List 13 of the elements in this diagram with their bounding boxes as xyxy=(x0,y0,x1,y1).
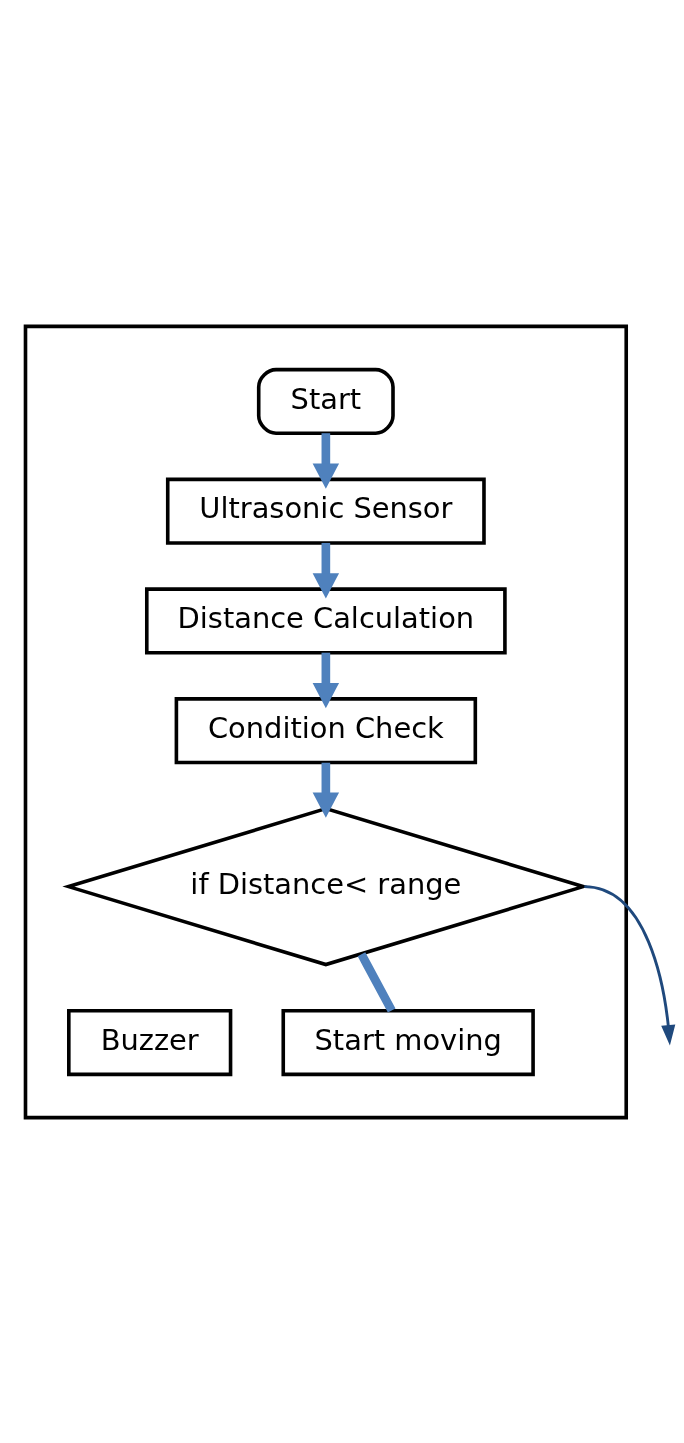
arrow xyxy=(584,884,676,1045)
node-box: Ultrasonic Sensor xyxy=(165,477,486,545)
arrow xyxy=(312,762,340,818)
node-box: Buzzer xyxy=(67,1008,233,1076)
node-box: Distance Calculation xyxy=(145,586,507,654)
connector xyxy=(357,951,396,1013)
arrow xyxy=(312,542,340,598)
node-box: Start moving xyxy=(281,1008,535,1076)
arrow xyxy=(312,652,340,708)
node-box: Start xyxy=(256,367,395,435)
arrow xyxy=(312,432,340,489)
cluster xyxy=(23,324,629,1119)
node-box: Condition Check xyxy=(174,696,478,764)
